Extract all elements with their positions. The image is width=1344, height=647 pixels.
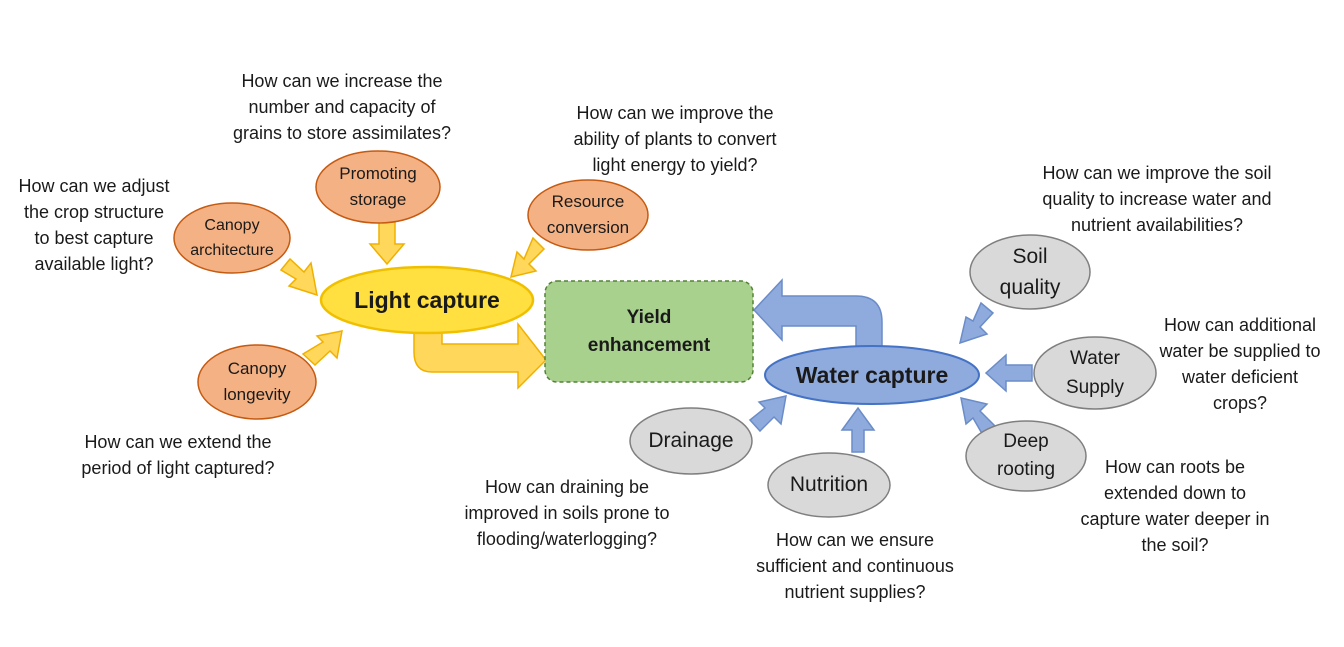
resource-conversion-ellipse	[527, 179, 649, 251]
arrow-architecture-to-light	[279, 257, 318, 297]
resource-conversion-label: Resource conversion	[546, 192, 630, 237]
arrow-supply-to-water	[984, 353, 1033, 393]
arrow-nutrition-to-water	[840, 406, 876, 453]
arrow-conversion-to-light	[509, 236, 546, 279]
light-input-arrows	[279, 221, 546, 367]
question-water-supply: How can additional water be supplied to …	[1159, 315, 1321, 413]
arrow-water-to-yield	[752, 278, 883, 352]
water-input-arrows	[748, 301, 1033, 453]
deep-rooting-label: Deep rooting	[996, 431, 1056, 480]
arrow-rooting-to-water	[960, 397, 997, 439]
drainage-label: Drainage	[648, 429, 734, 452]
question-nutrition: How can we ensure sufficient and continu…	[756, 530, 954, 602]
canopy-longevity-ellipse	[197, 344, 317, 420]
nutrition-label: Nutrition	[789, 473, 869, 496]
water-supply-ellipse	[1033, 336, 1157, 410]
soil-quality-ellipse	[969, 234, 1091, 310]
water-capture-label: Water capture	[795, 361, 949, 388]
arrow-light-to-yield	[413, 321, 547, 390]
question-canopy-architecture: How can we adjust the crop structure to …	[18, 176, 170, 274]
light-capture-ellipse	[319, 265, 535, 335]
yield-enhancement-box	[544, 280, 754, 383]
yield-enhancement-label: Yield enhancement	[587, 307, 711, 356]
question-promoting-storage: How can we increase the number and capac…	[232, 71, 452, 143]
question-deep-rooting: How can roots be extended down to captur…	[1080, 457, 1270, 555]
canopy-architecture-label: Canopy architecture	[190, 217, 274, 259]
soil-quality-label: Soil quality	[999, 245, 1061, 299]
question-canopy-longevity: How can we extend the period of light ca…	[81, 432, 275, 478]
light-capture-label: Light capture	[354, 286, 500, 313]
question-resource-conversion: How can we improve the ability of plants…	[573, 103, 777, 175]
water-factor-shapes	[629, 234, 1157, 518]
drainage-ellipse	[629, 407, 753, 475]
arrow-drainage-to-water	[748, 395, 787, 433]
light-factor-shapes	[173, 150, 649, 420]
arrow-storage-to-light	[368, 221, 406, 266]
canopy-longevity-label: Canopy longevity	[223, 359, 291, 404]
promoting-storage-label: Promoting storage	[339, 164, 417, 209]
nutrition-ellipse	[767, 452, 891, 518]
deep-rooting-ellipse	[965, 420, 1087, 492]
arrow-longevity-to-light	[301, 330, 343, 367]
water-supply-label: Water Supply	[1065, 348, 1125, 398]
question-drainage: How can draining be improved in soils pr…	[464, 477, 670, 549]
question-soil-quality: How can we improve the soil quality to i…	[1042, 163, 1272, 235]
canopy-architecture-ellipse	[173, 202, 291, 274]
arrow-soil-to-water	[958, 301, 995, 345]
water-capture-ellipse	[764, 345, 980, 405]
promoting-storage-ellipse	[315, 150, 441, 224]
